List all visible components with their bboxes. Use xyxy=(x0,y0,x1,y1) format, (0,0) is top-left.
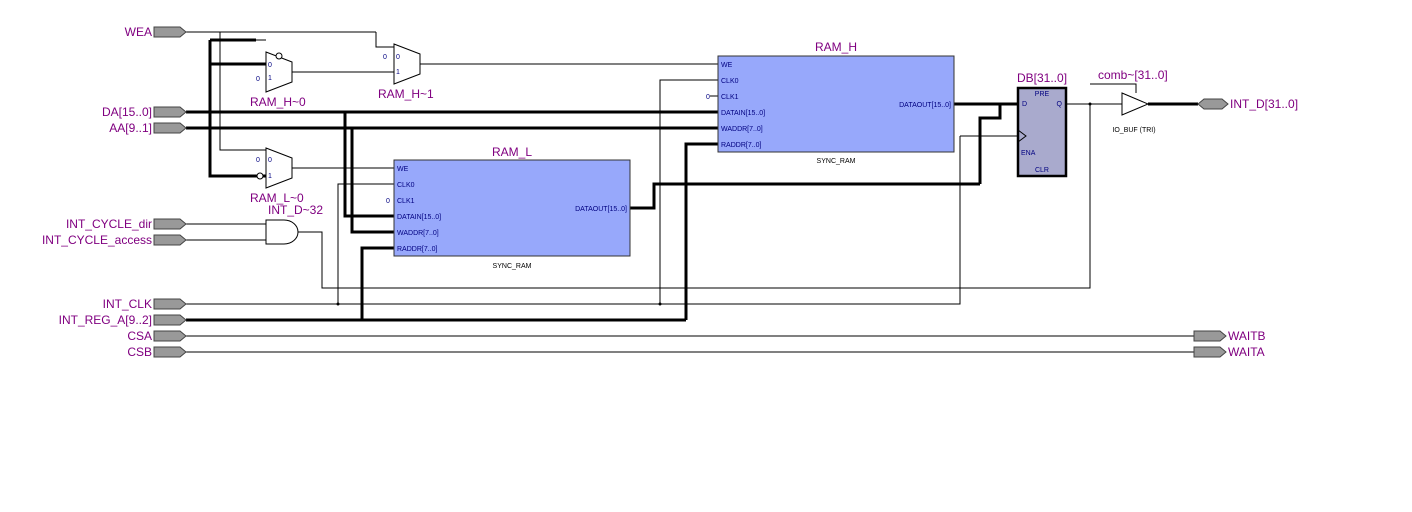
pin-csa xyxy=(153,330,187,342)
ram-l-port-we: WE xyxy=(397,166,409,173)
pin-csb xyxy=(153,346,187,358)
mux-ram-h0-label: RAM_H~0 xyxy=(250,95,306,109)
mux-ram-l0-label: RAM_L~0 xyxy=(250,191,304,205)
pin-int-reg-a xyxy=(153,314,187,326)
ram-h-type: SYNC_RAM xyxy=(817,158,856,165)
mux-in1-label: 1 xyxy=(268,75,272,82)
ram-l-port-clk0: CLK0 xyxy=(397,182,415,189)
dff-port-pre: PRE xyxy=(1035,91,1050,98)
mux-select-bubble xyxy=(275,52,283,60)
ram-h-port-clk0: CLK0 xyxy=(721,78,739,85)
pin-int-clk xyxy=(153,298,187,310)
io-buffer-name: comb~[31..0] xyxy=(1098,68,1168,82)
wires xyxy=(186,31,1198,353)
pin-waitb xyxy=(1193,330,1227,342)
label-aa: AA[9..1] xyxy=(109,121,152,135)
dff-port-ena: ENA xyxy=(1021,150,1036,157)
pin-int-cycle-access xyxy=(153,234,187,246)
label-da: DA[15..0] xyxy=(102,105,152,119)
pin-wea xyxy=(153,26,187,38)
pin-int-cycle-dir xyxy=(153,218,187,230)
ram-h-port-raddr: RADDR[7..0] xyxy=(721,142,762,149)
ram-l-port-clk1: CLK1 xyxy=(397,198,415,205)
label-int-cycle-access: INT_CYCLE_access xyxy=(42,233,152,247)
pin-int-d xyxy=(1197,98,1229,110)
and-gate-label: INT_D~32 xyxy=(268,203,323,217)
mux-in1-label: 1 xyxy=(268,173,272,180)
io-buffer: comb~[31..0] IO_BUF (TRI) xyxy=(1098,68,1168,134)
ram-l-port-raddr: RADDR[7..0] xyxy=(397,246,438,253)
label-int-cycle-dir: INT_CYCLE_dir xyxy=(66,217,152,231)
label-csa: CSA xyxy=(127,329,152,343)
label-csb: CSB xyxy=(127,345,152,359)
mux-const-label: 0 xyxy=(383,54,387,61)
label-int-clk: INT_CLK xyxy=(103,297,152,311)
label-int-reg-a: INT_REG_A[9..2] xyxy=(59,313,152,327)
mux-ram-h1: 0 1 0 RAM_H~1 xyxy=(378,43,434,101)
mux-ram-h0: 0 1 0 RAM_H~0 xyxy=(250,51,306,109)
dff-clock-arrow xyxy=(1017,129,1027,143)
and-gate: INT_D~32 xyxy=(265,203,323,245)
dff-name: DB[31..0] xyxy=(1017,71,1067,85)
ram-h-port-waddr: WADDR[7..0] xyxy=(721,126,763,133)
ram-h-port-dataout: DATAOUT[15..0] xyxy=(899,102,951,109)
mux-const-label: 0 xyxy=(256,76,260,83)
pin-waita xyxy=(1193,346,1227,358)
pin-da xyxy=(153,106,187,118)
ram-h-port-we: WE xyxy=(721,62,733,69)
ram-l-block: RAM_L WE CLK0 CLK1 DATAIN[15..0] WADDR[7… xyxy=(386,145,631,270)
mux-ram-l0: 0 1 0 RAM_L~0 xyxy=(250,147,304,205)
ram-l-name: RAM_L xyxy=(492,145,532,159)
ram-l-port-waddr: WADDR[7..0] xyxy=(397,230,439,237)
mux-in0-label: 0 xyxy=(396,54,400,61)
ram-h-const: 0 xyxy=(706,94,710,101)
label-waita: WAITA xyxy=(1228,345,1265,359)
pin-aa xyxy=(153,122,187,134)
dff-port-d: D xyxy=(1022,101,1027,108)
mux-in0-label: 0 xyxy=(268,62,272,69)
dff-port-clr: CLR xyxy=(1035,167,1049,174)
ram-l-type: SYNC_RAM xyxy=(493,263,532,270)
label-waitb: WAITB xyxy=(1228,329,1266,343)
label-int-d: INT_D[31..0] xyxy=(1230,97,1298,111)
mux-in1-label: 1 xyxy=(396,69,400,76)
ram-h-port-datain: DATAIN[15..0] xyxy=(721,110,765,117)
junctions xyxy=(208,38,1092,322)
mux-ram-h1-label: RAM_H~1 xyxy=(378,87,434,101)
ram-h-port-clk1: CLK1 xyxy=(721,94,739,101)
dff-port-q: Q xyxy=(1057,101,1063,108)
output-pins: INT_D[31..0] WAITB WAITA xyxy=(1193,97,1298,359)
io-buffer-type: IO_BUF (TRI) xyxy=(1112,127,1155,134)
ram-h-block: RAM_H WE CLK0 CLK1 DATAIN[15..0] WADDR[7… xyxy=(706,40,955,165)
ram-l-const: 0 xyxy=(386,198,390,205)
input-pins: WEA DA[15..0] AA[9..1] INT_CYCLE_dir INT… xyxy=(42,25,187,359)
dff-db: DB[31..0] D Q PRE ENA CLR xyxy=(1016,71,1068,178)
ram-l-port-datain: DATAIN[15..0] xyxy=(397,214,441,221)
mux-select-bubble xyxy=(256,172,264,180)
mux-const-label: 0 xyxy=(256,157,260,164)
ram-l-port-dataout: DATAOUT[15..0] xyxy=(575,206,627,213)
label-wea: WEA xyxy=(125,25,152,39)
ram-h-name: RAM_H xyxy=(815,40,857,54)
mux-in0-label: 0 xyxy=(268,157,272,164)
